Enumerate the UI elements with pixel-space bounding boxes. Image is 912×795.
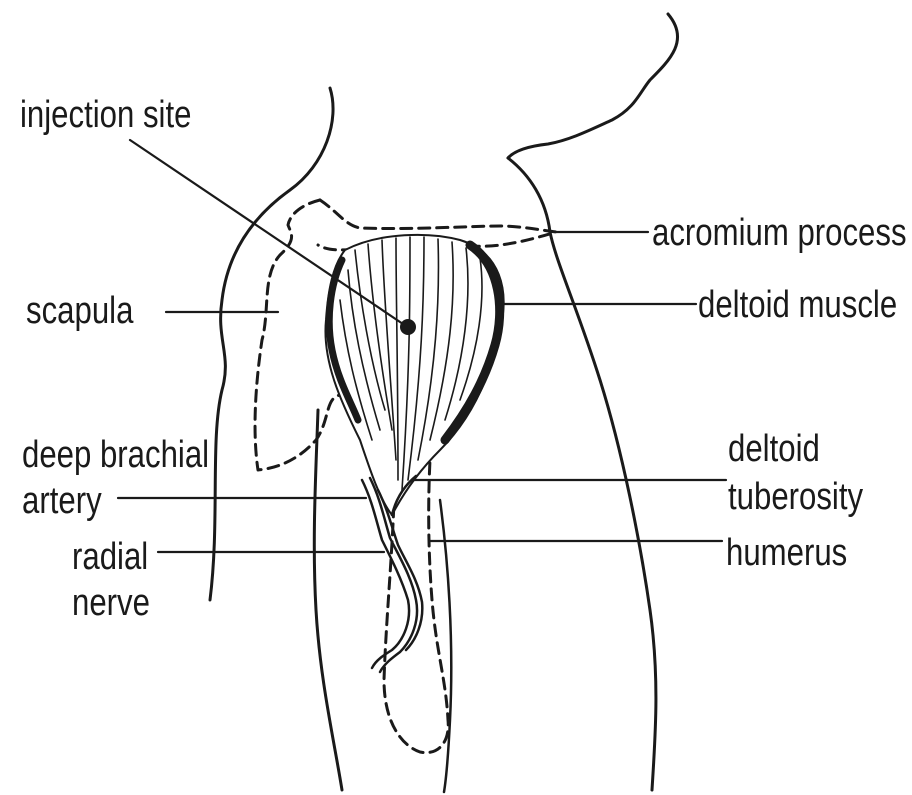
inner-arm-outline (440, 500, 451, 792)
deep-brachial-label-line2: artery (22, 478, 102, 524)
neck-outline (508, 14, 678, 158)
acromium-process-label: acromium process (652, 210, 907, 256)
shoulder-front-outline (508, 158, 656, 790)
radial-nerve-label-line2: nerve (72, 580, 150, 626)
arm-back-outline (314, 410, 342, 790)
deltoid-tuberosity-label-line1: deltoid (728, 426, 820, 472)
deltoid-tuberosity-label-line2: tuberosity (728, 474, 863, 520)
deltoid-muscle-shape (325, 235, 503, 515)
scapula-label: scapula (26, 288, 133, 334)
deep-brachial-label-line1: deep brachial (22, 432, 209, 478)
radial-nerve-label-line1: radial (72, 534, 148, 580)
injection-site-label: injection site (20, 92, 191, 138)
injection-site-leader (130, 140, 406, 326)
humerus-label: humerus (726, 530, 847, 576)
injection-site-dot (400, 319, 416, 335)
deltoid-muscle-label: deltoid muscle (698, 282, 897, 328)
